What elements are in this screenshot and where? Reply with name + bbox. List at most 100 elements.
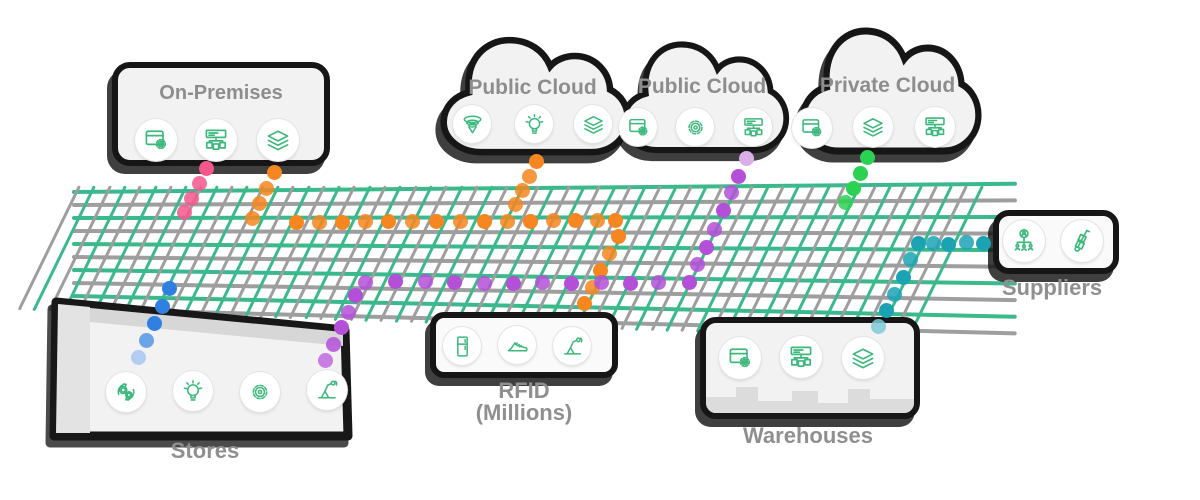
mesh-line-diagonal — [499, 185, 571, 327]
orange-flow-row-dot — [311, 214, 327, 230]
warehouses-label: Warehouses — [742, 423, 873, 448]
purple-flow-cloud-descent-dot — [723, 184, 739, 200]
lightbulb-icon — [173, 371, 213, 411]
mesh-line-diagonal — [710, 185, 786, 334]
purple-flow-cloud-descent-dot — [698, 239, 714, 255]
orange-flow-row-dot — [499, 213, 515, 229]
stores-label: Stores — [170, 438, 240, 463]
purple-flow-row-dot — [534, 274, 550, 290]
mesh-line-diagonal — [695, 185, 770, 334]
teal-flow-row-dot — [975, 235, 991, 251]
mesh-line-diagonal — [454, 185, 525, 326]
purple-flow-row-dot — [446, 274, 462, 290]
gears-cycle-icon — [106, 372, 146, 412]
green-flow-privatecloud-descent-dot — [837, 194, 853, 210]
mesh-line-diagonal — [635, 185, 709, 332]
teal-flow-warehouse-descent-dot — [878, 302, 894, 318]
mesh-line-horizontal — [71, 268, 1017, 286]
mesh-line-diagonal — [620, 185, 694, 331]
mesh-line-diagonal — [529, 185, 602, 328]
mesh-line-diagonal — [514, 185, 587, 328]
teal-flow-warehouse-descent-dot — [886, 286, 902, 302]
orange-flow-row-dot — [357, 213, 373, 229]
browser-gear-icon — [719, 337, 761, 379]
mesh-line-diagonal — [725, 185, 801, 335]
mesh-line-diagonal — [544, 185, 617, 329]
mesh-line-diagonal — [650, 185, 724, 332]
mesh-line-diagonal — [409, 185, 480, 324]
orange-flow-rfid-descent-dot — [584, 279, 600, 295]
purple-flow-cloud-descent-dot — [715, 202, 731, 218]
orange-flow-row-dot — [452, 213, 468, 229]
robot-arm-icon — [553, 327, 591, 365]
orange-flow-row-dot — [380, 213, 396, 229]
node-stores[interactable] — [40, 290, 360, 450]
orange-flow-rfid-descent-dot — [576, 295, 592, 311]
rfid-label-line2: (Millions) — [475, 400, 573, 425]
purple-flow-row-dot — [357, 274, 373, 290]
node-public-cloud-1[interactable]: Public Cloud — [425, 28, 640, 168]
lightbulb-icon — [515, 105, 553, 143]
orange-flow-rfid-descent-dot — [592, 262, 608, 278]
mesh-line-diagonal — [574, 185, 648, 330]
orange-flow-row-dot — [545, 212, 561, 228]
mesh-line-diagonal — [800, 185, 877, 337]
orange-flow-cloud-descent-dot — [514, 182, 530, 198]
orange-flow-row-dot — [607, 212, 623, 228]
orange-flow-row-dot — [476, 213, 492, 229]
orange-flow-row-dot — [404, 213, 420, 229]
pink-flow-onprem-descent-dot — [183, 190, 199, 206]
purple-flow-row-dot — [563, 275, 579, 291]
orange-flow-onprem-descent-dot — [251, 195, 267, 211]
purple-flow-row-dot — [622, 275, 638, 291]
purple-flow-cloud-descent-dot — [689, 256, 705, 272]
mesh-line-diagonal — [845, 185, 923, 338]
teal-flow-row-dot — [910, 235, 926, 251]
orange-flow-row-dot — [428, 213, 444, 229]
mesh-line-diagonal — [589, 185, 663, 330]
orange-flow-onprem-descent-dot — [258, 180, 274, 196]
purple-flow-row-dot — [417, 273, 433, 289]
node-title: Public Cloud — [637, 75, 767, 98]
mesh-line-diagonal — [394, 185, 464, 324]
vortex-icon — [453, 105, 491, 143]
hand-truck-icon — [1061, 220, 1103, 262]
mesh-line-diagonal — [559, 185, 633, 329]
mesh-line-diagonal — [906, 185, 984, 340]
mesh-line-diagonal — [740, 185, 816, 335]
mesh-line-diagonal — [424, 185, 495, 325]
orange-flow-row-dot — [589, 212, 605, 228]
mesh-line-diagonal — [680, 185, 755, 333]
mesh-line-diagonal — [469, 185, 541, 326]
layers-icon — [574, 105, 612, 143]
refrigerator-icon — [443, 327, 481, 365]
orange-flow-rfid-descent-dot — [601, 245, 617, 261]
mesh-line-diagonal — [770, 185, 847, 336]
layers-icon — [853, 107, 893, 147]
green-flow-privatecloud-descent-dot — [845, 180, 861, 196]
network-tree-icon — [780, 336, 822, 378]
network-tree-icon — [915, 107, 955, 147]
network-tree-icon — [195, 119, 237, 161]
node-title: Public Cloud — [468, 76, 597, 99]
purple-flow-cloud-descent-dot — [706, 221, 722, 237]
purple-flow-row-dot — [387, 273, 403, 289]
mesh-line-horizontal — [71, 255, 1017, 269]
orange-flow-onprem-descent-dot — [266, 164, 282, 180]
mesh-line-diagonal — [379, 185, 449, 323]
browser-gear-icon — [619, 108, 657, 146]
browser-gear-icon — [792, 108, 832, 148]
mesh-line-horizontal — [71, 215, 1018, 220]
layers-icon — [842, 337, 884, 379]
purple-flow-cloud-descent-dot — [730, 168, 746, 184]
mesh-line-diagonal — [755, 185, 831, 335]
purple-flow-row-dot — [476, 275, 492, 291]
node-title: On-Premises — [159, 82, 283, 104]
teal-flow-row-dot — [958, 234, 974, 250]
purple-flow-row-dot — [650, 274, 666, 290]
pink-flow-onprem-descent-dot — [176, 204, 192, 220]
teal-flow-warehouse-descent-dot — [895, 269, 911, 285]
orange-flow-row-dot — [567, 212, 583, 228]
mesh-line-diagonal — [604, 185, 678, 331]
